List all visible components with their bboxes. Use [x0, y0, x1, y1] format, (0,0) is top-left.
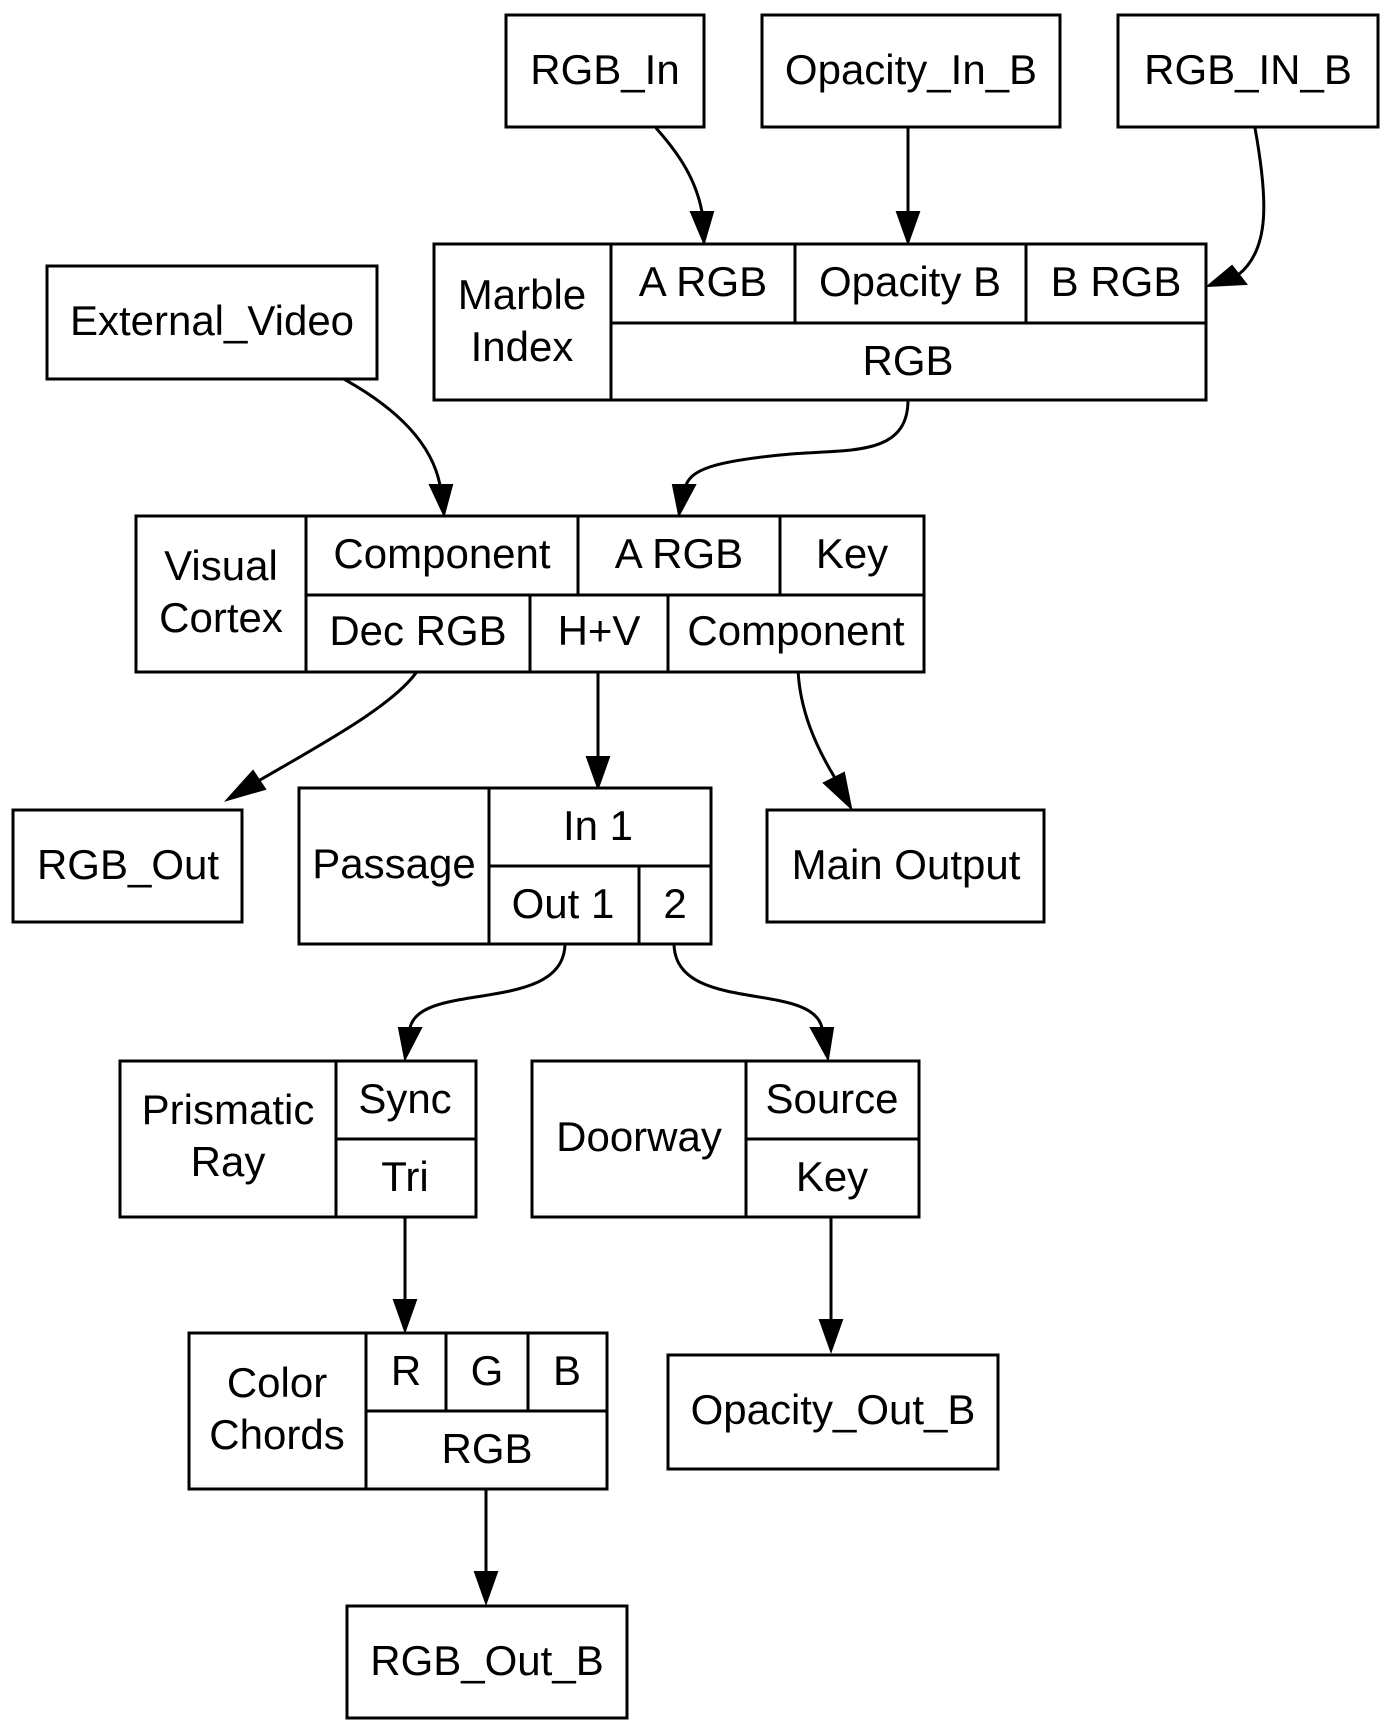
edge-marble-rgb-to-cortex-a-rgb: [671, 399, 910, 518]
node-rgb-in-b-label: RGB_IN_B: [1144, 46, 1352, 93]
port-chords-b[interactable]: B: [553, 1347, 581, 1394]
edge-passage-out-1-to-prismatic-sync: [397, 942, 567, 1063]
edge-doorway-key-to-opacity-out-b: [818, 1216, 844, 1354]
edge-cortex-dec-rgb-to-rgb-out: [223, 669, 420, 802]
node-prismatic-ray-name-2: Ray: [191, 1138, 266, 1185]
node-rgb-out-b[interactable]: RGB_Out_B: [345, 1604, 629, 1720]
port-chords-rgb[interactable]: RGB: [441, 1425, 532, 1472]
edge-cortex-hv-to-passage-in-1: [585, 670, 611, 791]
edge-chords-rgb-to-rgb-out-b: [473, 1488, 499, 1606]
port-cortex-component-out[interactable]: Component: [687, 607, 904, 654]
edge-prismatic-tri-to-chords-r: [392, 1216, 418, 1334]
port-cortex-hv[interactable]: H+V: [558, 607, 641, 654]
node-passage-name: Passage: [312, 840, 475, 887]
port-prismatic-sync[interactable]: Sync: [358, 1075, 451, 1122]
node-marble-index[interactable]: Marble Index A RGB Opacity B B RGB RGB: [432, 242, 1208, 402]
node-external-video-label: External_Video: [70, 297, 354, 344]
node-color-chords-name-1: Color: [227, 1359, 327, 1406]
node-opacity-in-b[interactable]: Opacity_In_B: [760, 13, 1062, 129]
node-rgb-out[interactable]: RGB_Out: [11, 808, 244, 924]
port-marble-opacity-b[interactable]: Opacity B: [819, 258, 1001, 305]
node-rgb-in-label: RGB_In: [530, 46, 679, 93]
node-prismatic-ray[interactable]: Prismatic Ray Sync Tri: [118, 1059, 478, 1219]
port-passage-2[interactable]: 2: [663, 880, 686, 927]
node-prismatic-ray-name-1: Prismatic: [142, 1086, 315, 1133]
node-main-output-label: Main Output: [792, 841, 1021, 888]
port-marble-b-rgb[interactable]: B RGB: [1051, 258, 1182, 305]
port-chords-g[interactable]: G: [471, 1347, 504, 1394]
node-visual-cortex[interactable]: Visual Cortex Component A RGB Key Dec RG…: [134, 514, 926, 674]
node-rgb-out-label: RGB_Out: [37, 841, 219, 888]
node-rgb-in[interactable]: RGB_In: [504, 13, 706, 129]
edge-rgb-in-to-marble-a-rgb: [654, 127, 715, 246]
node-rgb-out-b-label: RGB_Out_B: [370, 1637, 603, 1684]
node-color-chords-name-2: Chords: [209, 1411, 344, 1458]
node-main-output[interactable]: Main Output: [765, 808, 1046, 924]
node-marble-index-name-2: Index: [471, 323, 574, 370]
node-visual-cortex-name-1: Visual: [164, 542, 278, 589]
port-cortex-dec-rgb[interactable]: Dec RGB: [329, 607, 506, 654]
node-color-chords[interactable]: Color Chords R G B RGB: [187, 1331, 609, 1491]
node-marble-index-name-1: Marble: [458, 271, 586, 318]
node-passage[interactable]: Passage In 1 Out 1 2: [297, 786, 713, 946]
edge-external-video-to-cortex-component: [341, 376, 454, 518]
edges: [223, 127, 1266, 1606]
edge-passage-2-to-doorway-source: [672, 942, 835, 1063]
port-cortex-a-rgb[interactable]: A RGB: [615, 530, 743, 577]
port-marble-a-rgb[interactable]: A RGB: [639, 258, 767, 305]
port-passage-out-1[interactable]: Out 1: [512, 880, 615, 927]
port-doorway-key[interactable]: Key: [796, 1153, 868, 1200]
edge-rgb-in-b-to-marble-b-rgb: [1205, 127, 1266, 288]
node-opacity-out-b-label: Opacity_Out_B: [691, 1386, 976, 1433]
port-prismatic-tri[interactable]: Tri: [381, 1153, 428, 1200]
node-opacity-in-b-label: Opacity_In_B: [785, 46, 1037, 93]
port-marble-rgb[interactable]: RGB: [862, 337, 953, 384]
node-opacity-out-b[interactable]: Opacity_Out_B: [666, 1353, 1000, 1471]
node-external-video[interactable]: External_Video: [45, 264, 379, 381]
node-rgb-in-b[interactable]: RGB_IN_B: [1116, 13, 1380, 129]
edge-cortex-component-to-main-output: [796, 669, 853, 811]
port-cortex-component-in[interactable]: Component: [333, 530, 550, 577]
node-doorway-name: Doorway: [556, 1113, 722, 1160]
edge-opacity-in-b-to-marble-opacity-b: [895, 128, 921, 246]
port-doorway-source[interactable]: Source: [765, 1075, 898, 1122]
port-cortex-key[interactable]: Key: [816, 530, 888, 577]
port-chords-r[interactable]: R: [391, 1347, 421, 1394]
node-doorway[interactable]: Doorway Source Key: [530, 1059, 921, 1219]
node-visual-cortex-name-2: Cortex: [159, 594, 283, 641]
port-passage-in-1[interactable]: In 1: [563, 802, 633, 849]
